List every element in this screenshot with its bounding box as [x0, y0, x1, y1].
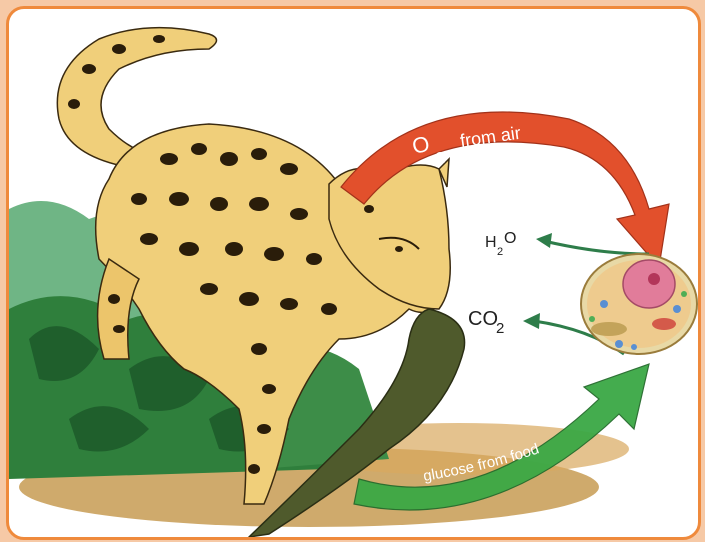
co2-subscript: 2 [496, 320, 504, 337]
respiration-diagram: O 2 from air glucose from food H 2 O CO … [9, 9, 698, 537]
diagram-frame: O 2 from air glucose from food H 2 O CO … [6, 6, 701, 540]
water-h: H [485, 234, 497, 251]
co2-symbol: CO [468, 308, 498, 330]
water-o: O [504, 230, 516, 247]
co2-arrowhead [523, 313, 540, 329]
oxygen-subscript: 2 [434, 149, 446, 167]
water-subscript: 2 [497, 246, 503, 258]
water-arrowhead [536, 233, 552, 248]
water-arrow [544, 241, 649, 254]
cell [581, 254, 697, 354]
